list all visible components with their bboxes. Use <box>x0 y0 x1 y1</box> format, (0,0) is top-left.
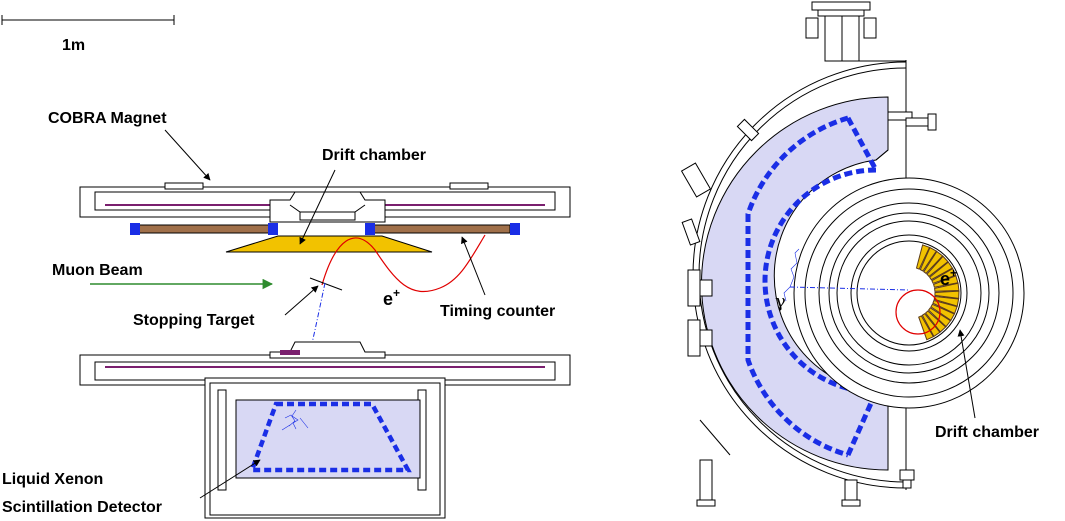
timing-counter-label: Timing counter <box>440 303 555 320</box>
front-view: e+ γ Drift chamber <box>680 1 1039 507</box>
right-ports <box>905 113 937 131</box>
support-legs <box>696 419 915 507</box>
stopping-target <box>309 277 343 291</box>
magnet-rings-front <box>793 177 1025 409</box>
muon-beam-label: Muon Beam <box>52 262 143 279</box>
drift-chamber-sector <box>929 261 954 281</box>
side-view: COBRA Magnet Drift chamber Muon Beam Sto… <box>2 110 571 519</box>
positron-side-label: e+ <box>383 286 400 309</box>
drift-chamber-sector <box>934 290 960 299</box>
pmt-icon <box>268 223 278 235</box>
drift-chamber-sector <box>915 244 931 270</box>
drift-chamber-sector <box>930 303 956 322</box>
cobra-magnet-label: COBRA Magnet <box>48 110 167 127</box>
drift-chamber-sector <box>926 255 949 278</box>
pmt-icon <box>130 223 140 235</box>
positron-track-side <box>321 234 486 293</box>
drift-chamber-front <box>915 244 960 341</box>
positron-track-front <box>895 289 941 335</box>
pmt-icon <box>510 223 520 235</box>
drift-chamber-side <box>225 235 433 253</box>
drift-chamber-side-label: Drift chamber <box>322 147 426 164</box>
upper-magnet <box>79 182 571 223</box>
cryostat-flanges <box>680 118 760 357</box>
drift-chamber-sector <box>923 250 944 275</box>
scale-bar-label: 1m <box>62 37 85 54</box>
upper-timing-counter <box>130 223 520 235</box>
drift-chamber-sector <box>924 310 947 333</box>
lxe-volume-front <box>701 96 889 471</box>
drift-chamber-sector <box>933 295 960 307</box>
drift-chamber-sector <box>934 282 960 292</box>
pmt-icon <box>365 223 375 235</box>
drift-chamber-sector <box>931 267 957 284</box>
drift-chamber-sector <box>919 246 938 272</box>
gamma-label: γ <box>775 291 786 312</box>
drift-chamber-sector <box>918 315 935 341</box>
stopping-target-label: Stopping Target <box>133 312 255 329</box>
chimney <box>805 1 877 62</box>
pmt-array-front <box>745 115 849 458</box>
lxe-label-line2: Scintillation Detector <box>2 499 162 516</box>
positron-front-label: e+ <box>940 266 957 289</box>
lxe-cryostat-side <box>204 377 446 519</box>
drift-chamber-front-label: Drift chamber <box>935 424 1039 441</box>
drift-chamber-sector <box>932 275 959 288</box>
lxe-label-line1: Liquid Xenon <box>2 471 103 488</box>
scale-bar: 1m <box>1 15 175 54</box>
